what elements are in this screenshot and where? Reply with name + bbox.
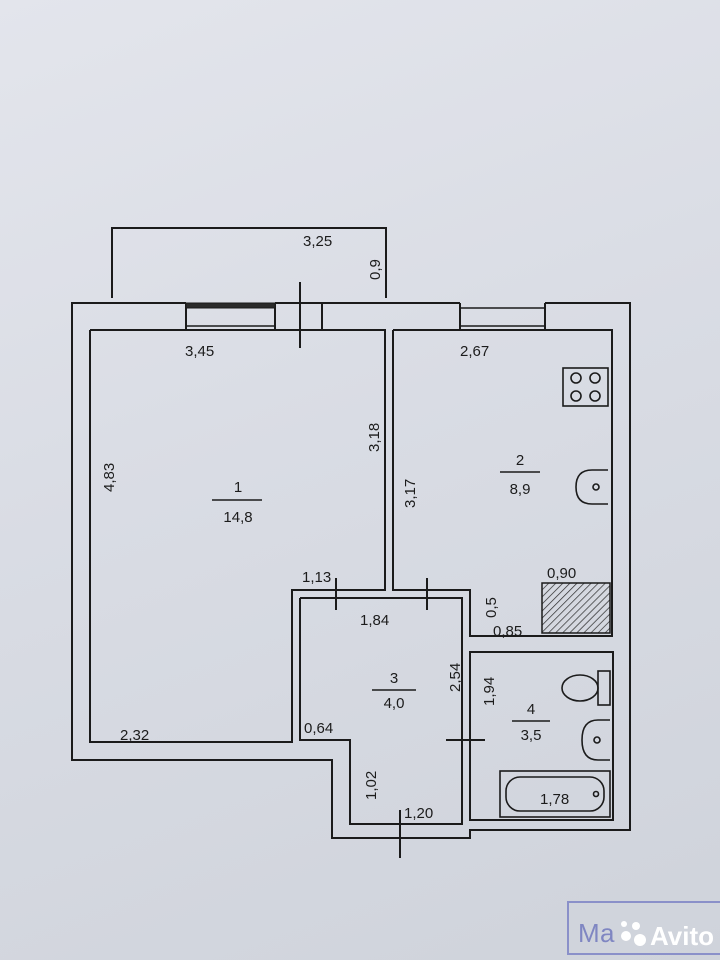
room-1-outline — [89, 329, 386, 743]
room-4-label: 4 3,5 — [512, 701, 550, 744]
dim-hall-top: 1,84 — [360, 612, 389, 629]
room-3-outline — [299, 597, 463, 825]
room-2-outline — [392, 329, 613, 637]
stove-icon — [562, 367, 609, 407]
dim-hall-left-offset: 0,64 — [304, 720, 333, 737]
room-1-area: 14,8 — [223, 509, 252, 526]
dim-room2-niche-offset: 0,85 — [493, 623, 522, 640]
dim-room2-left: 3,17 — [402, 479, 419, 508]
room-4-area: 3,5 — [521, 727, 542, 744]
dim-hall-entry: 1,20 — [404, 805, 433, 822]
dim-bathtub-length: 1,78 — [540, 791, 569, 808]
room-2-label: 2 8,9 — [500, 452, 540, 498]
dim-bath-height: 1,94 — [481, 677, 498, 706]
dim-room1-top: 3,45 — [185, 343, 214, 360]
dim-room2-top: 2,67 — [460, 343, 489, 360]
hatched-niche — [541, 582, 611, 634]
dim-hall-lower-left: 1,02 — [363, 771, 380, 800]
avito-logo-text: Avito — [650, 921, 714, 951]
dim-balcony-depth: 0,9 — [367, 259, 384, 280]
door-marks — [299, 282, 485, 858]
dim-room1-right: 3,18 — [366, 423, 383, 452]
room-2-number: 2 — [516, 452, 524, 469]
dim-room2-niche-depth: 0,5 — [483, 597, 500, 618]
room-2-area: 8,9 — [510, 481, 531, 498]
avito-logo: Avito — [621, 921, 714, 951]
dim-room1-notch: 1,13 — [302, 569, 331, 586]
windows — [185, 302, 545, 327]
room-4-number: 4 — [527, 701, 535, 718]
room-1-label: 1 14,8 — [212, 479, 262, 526]
dim-balcony-length: 3,25 — [303, 233, 332, 250]
room-1-number: 1 — [234, 479, 242, 496]
room-3-number: 3 — [390, 670, 398, 687]
watermark-text: Ма — [578, 918, 615, 948]
dim-room1-bottom: 2,32 — [120, 727, 149, 744]
toilet-icon — [561, 670, 611, 706]
room-3-label: 3 4,0 — [372, 670, 416, 712]
kitchen-sink-icon — [575, 469, 608, 505]
room-4-outline — [469, 651, 614, 821]
dim-hall-right: 2,54 — [447, 663, 464, 692]
bathroom-sink-icon — [581, 719, 610, 761]
dim-room1-left: 4,83 — [101, 463, 118, 492]
balcony — [111, 227, 387, 298]
room-3-area: 4,0 — [384, 695, 405, 712]
bathtub-icon — [499, 770, 611, 818]
dim-room2-niche-width: 0,90 — [547, 565, 576, 582]
watermark-stamp: Ма — [567, 901, 720, 955]
